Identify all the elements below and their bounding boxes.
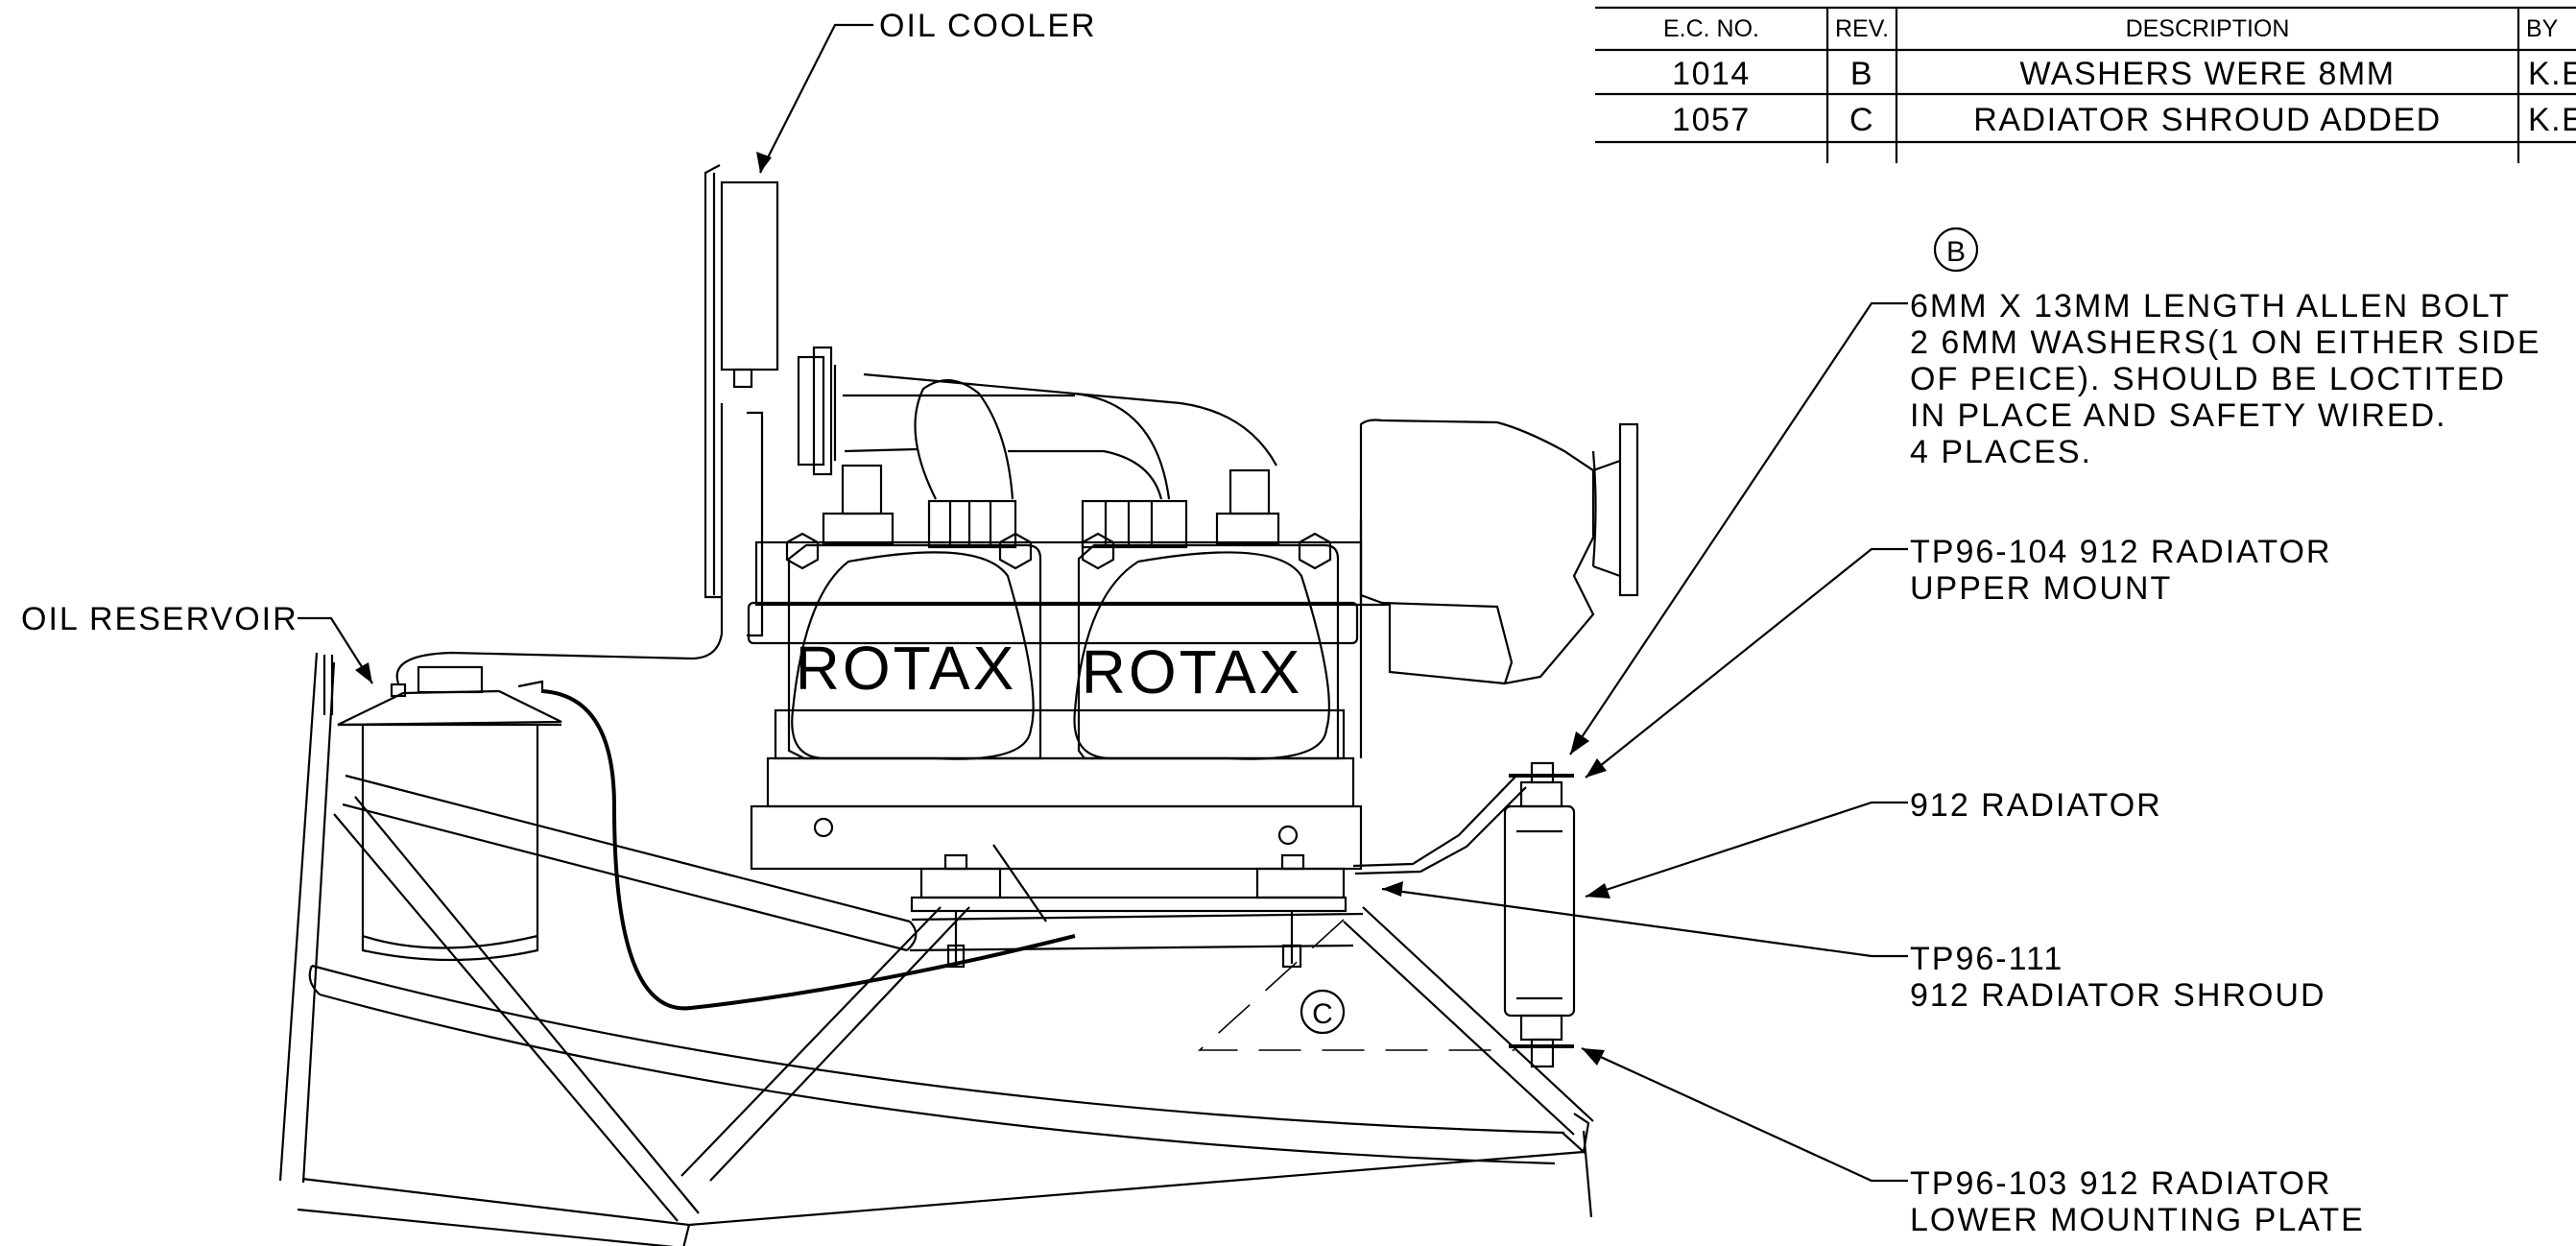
row1-description: WASHERS WERE 8MM [2019, 56, 2395, 92]
airframe-tubing [278, 652, 1594, 1246]
row2-by: K.E [2528, 102, 2576, 138]
upper-mount-line-2: UPPER MOUNT [1910, 570, 2172, 607]
rotax-engine [747, 346, 1639, 871]
header-description: DESCRIPTION [2126, 15, 2290, 42]
bolt-note: 6MM X 13MM LENGTH ALLEN BOLT 2 6MM WASHE… [1910, 288, 2541, 470]
header-ec-no: E.C. NO. [1663, 15, 1759, 42]
oil-cooler-label: OIL COOLER [879, 8, 1097, 44]
row1-rev: B [1850, 56, 1873, 92]
bolt-note-line-5: 4 PLACES. [1910, 434, 2092, 470]
engine-right-label: ROTAX [1082, 637, 1303, 707]
row2-description: RADIATOR SHROUD ADDED [1973, 102, 2441, 138]
rev-b-marker: B [1933, 227, 1979, 273]
rev-b-marker-text: B [1946, 236, 1966, 268]
engine-left-label: ROTAX [796, 634, 1017, 703]
bolt-note-line-4: IN PLACE AND SAFETY WIRED. [1910, 397, 2447, 434]
oil-cooler [704, 164, 779, 637]
row1-by: K.E [2528, 56, 2576, 92]
upper-mount-callout: TP96-104 912 RADIATOR UPPER MOUNT [1910, 534, 2331, 607]
row2-ec-no: 1057 [1672, 102, 1751, 138]
revision-table: E.C. NO. REV. DESCRIPTION BY 1014 B WASH… [1595, 6, 2576, 163]
bolt-note-line-1: 6MM X 13MM LENGTH ALLEN BOLT [1910, 288, 2511, 324]
shroud-callout: TP96-111 912 RADIATOR SHROUD [1910, 941, 2326, 1014]
shroud-line-1: TP96-111 [1910, 941, 2063, 977]
oil-reservoir-label: OIL RESERVOIR [21, 601, 298, 637]
rev-c-marker-text: C [1312, 998, 1333, 1030]
upper-mount-line-1: TP96-104 912 RADIATOR [1910, 534, 2331, 570]
oil-lines [395, 403, 1076, 1011]
oil-reservoir [322, 655, 562, 962]
radiator-assembly [1352, 761, 1576, 1068]
leader-lines [298, 23, 1908, 1183]
lower-plate-line-2: LOWER MOUNTING PLATE [1910, 1202, 2365, 1238]
row2-rev: C [1849, 102, 1874, 138]
engine-mount [910, 853, 1348, 969]
row1-ec-no: 1014 [1672, 56, 1751, 92]
rev-c-marker: C [1300, 989, 1346, 1035]
lower-plate-callout: TP96-103 912 RADIATOR LOWER MOUNTING PLA… [1910, 1165, 2365, 1238]
lower-plate-line-1: TP96-103 912 RADIATOR [1910, 1165, 2331, 1202]
bolt-note-line-2: 2 6MM WASHERS(1 ON EITHER SIDE [1910, 324, 2541, 361]
shroud-line-2: 912 RADIATOR SHROUD [1910, 977, 2326, 1014]
header-by: BY [2526, 15, 2559, 42]
radiator-shroud-outline [1197, 919, 1515, 1051]
header-rev: REV. [1835, 15, 1889, 42]
radiator-label: 912 RADIATOR [1910, 787, 2162, 824]
bolt-note-line-3: OF PEICE). SHOULD BE LOCTITED [1910, 361, 2506, 397]
